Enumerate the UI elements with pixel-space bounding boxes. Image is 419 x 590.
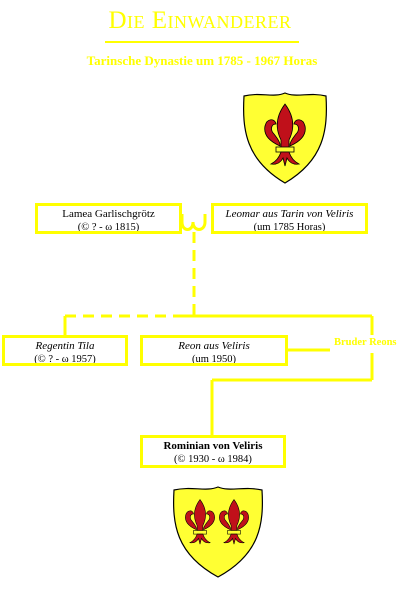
person-dates: (© ? - ω 1957) <box>34 354 96 365</box>
person-name: Rominian von Veliris <box>163 440 263 452</box>
person-box-tila[interactable]: Regentin Tila (© ? - ω 1957) <box>2 335 128 366</box>
person-dates: (um 1785 Horas) <box>253 222 326 233</box>
person-box-lamea[interactable]: Lamea Garlischgrötz (© ? - ω 1815) <box>35 203 182 234</box>
person-box-rominian[interactable]: Rominian von Veliris (© 1930 - ω 1984) <box>140 435 286 468</box>
person-name: Reon aus Veliris <box>178 340 250 352</box>
person-dates: (© 1930 - ω 1984) <box>174 454 252 465</box>
person-dates: (© ? - ω 1815) <box>77 222 140 233</box>
marriage-connector <box>180 214 207 231</box>
single-lily-crest-icon <box>243 92 327 184</box>
person-name: Leomar aus Tarin von Veliris <box>225 208 354 220</box>
person-label-bruder[interactable]: Bruder Reons <box>334 337 397 348</box>
person-box-leomar[interactable]: Leomar aus Tarin von Veliris (um 1785 Ho… <box>211 203 368 234</box>
person-name: Lamea Garlischgrötz <box>62 208 155 220</box>
person-name: Regentin Tila <box>35 340 95 352</box>
person-dates: (um 1950) <box>191 354 237 365</box>
double-lily-crest-icon <box>173 486 263 578</box>
page-title: Die Einwanderer <box>108 7 292 34</box>
page-subtitle: Tarinsche Dynastie um 1785 - 1967 Horas <box>86 53 318 68</box>
person-box-reon[interactable]: Reon aus Veliris (um 1950) <box>140 335 288 366</box>
title-underline <box>105 41 299 43</box>
